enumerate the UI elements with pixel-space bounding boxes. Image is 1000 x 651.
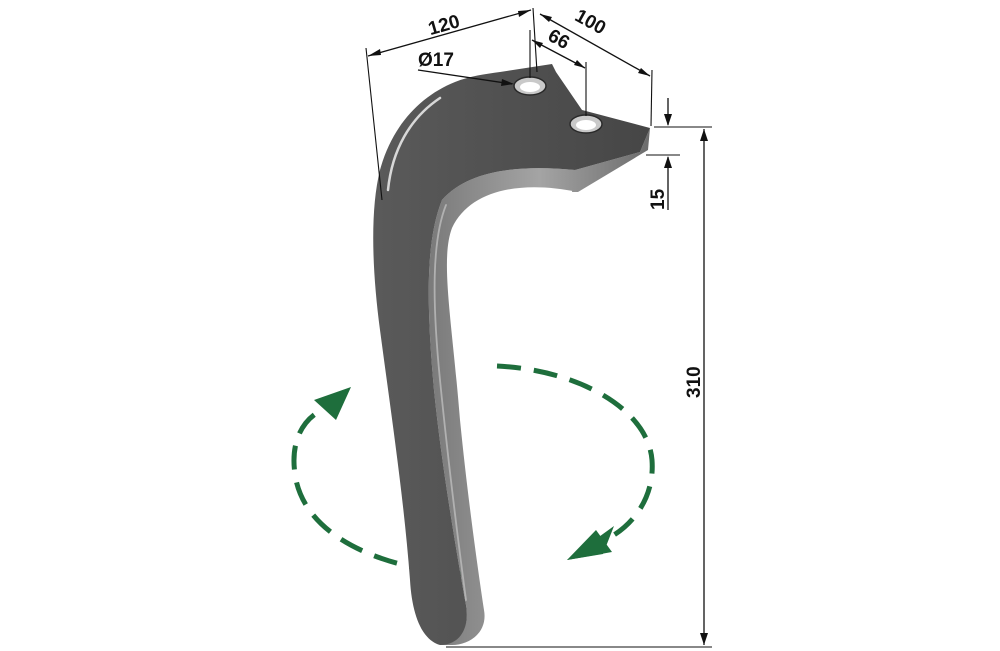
label-hole-diameter: Ø17 <box>418 50 454 71</box>
rotation-indicator <box>291 363 655 577</box>
tine-blade <box>373 64 650 645</box>
tine-highlight-inner <box>433 204 467 601</box>
rotation-arrow-head-right-b <box>567 530 612 560</box>
rotation-arrow-head-left <box>314 387 351 420</box>
label-thickness: 15 <box>648 188 669 210</box>
arrow-15-top <box>664 114 672 126</box>
tine-highlight-edge <box>386 96 442 192</box>
mounting-hole-upper-inner <box>520 82 540 92</box>
dim-line-120 <box>367 9 532 57</box>
ext-line-left <box>365 47 383 201</box>
arrow-15-bottom <box>664 156 672 168</box>
label-height: 310 <box>684 366 705 398</box>
ext-line-center <box>532 7 538 73</box>
arrow-66-left <box>532 40 543 48</box>
arrow-66-right <box>574 60 585 68</box>
arrow-100-right <box>638 68 650 76</box>
leader-hole-diameter <box>417 69 513 85</box>
arrow-310-bottom <box>700 633 708 645</box>
arrow-120-left <box>368 49 381 56</box>
arrow-100-left <box>540 14 552 22</box>
arrow-hole-diameter <box>501 79 514 86</box>
arrow-120-right <box>518 10 531 17</box>
label-total-width: 120 <box>426 11 462 40</box>
dim-line-100 <box>539 13 651 77</box>
mounting-hole-lower-inner <box>576 120 596 130</box>
ext-line-right <box>650 69 653 127</box>
tine-front-face <box>373 64 650 645</box>
dimension-lines <box>365 7 712 648</box>
arrow-310-top <box>700 129 708 141</box>
rotation-arc-right <box>496 363 655 543</box>
